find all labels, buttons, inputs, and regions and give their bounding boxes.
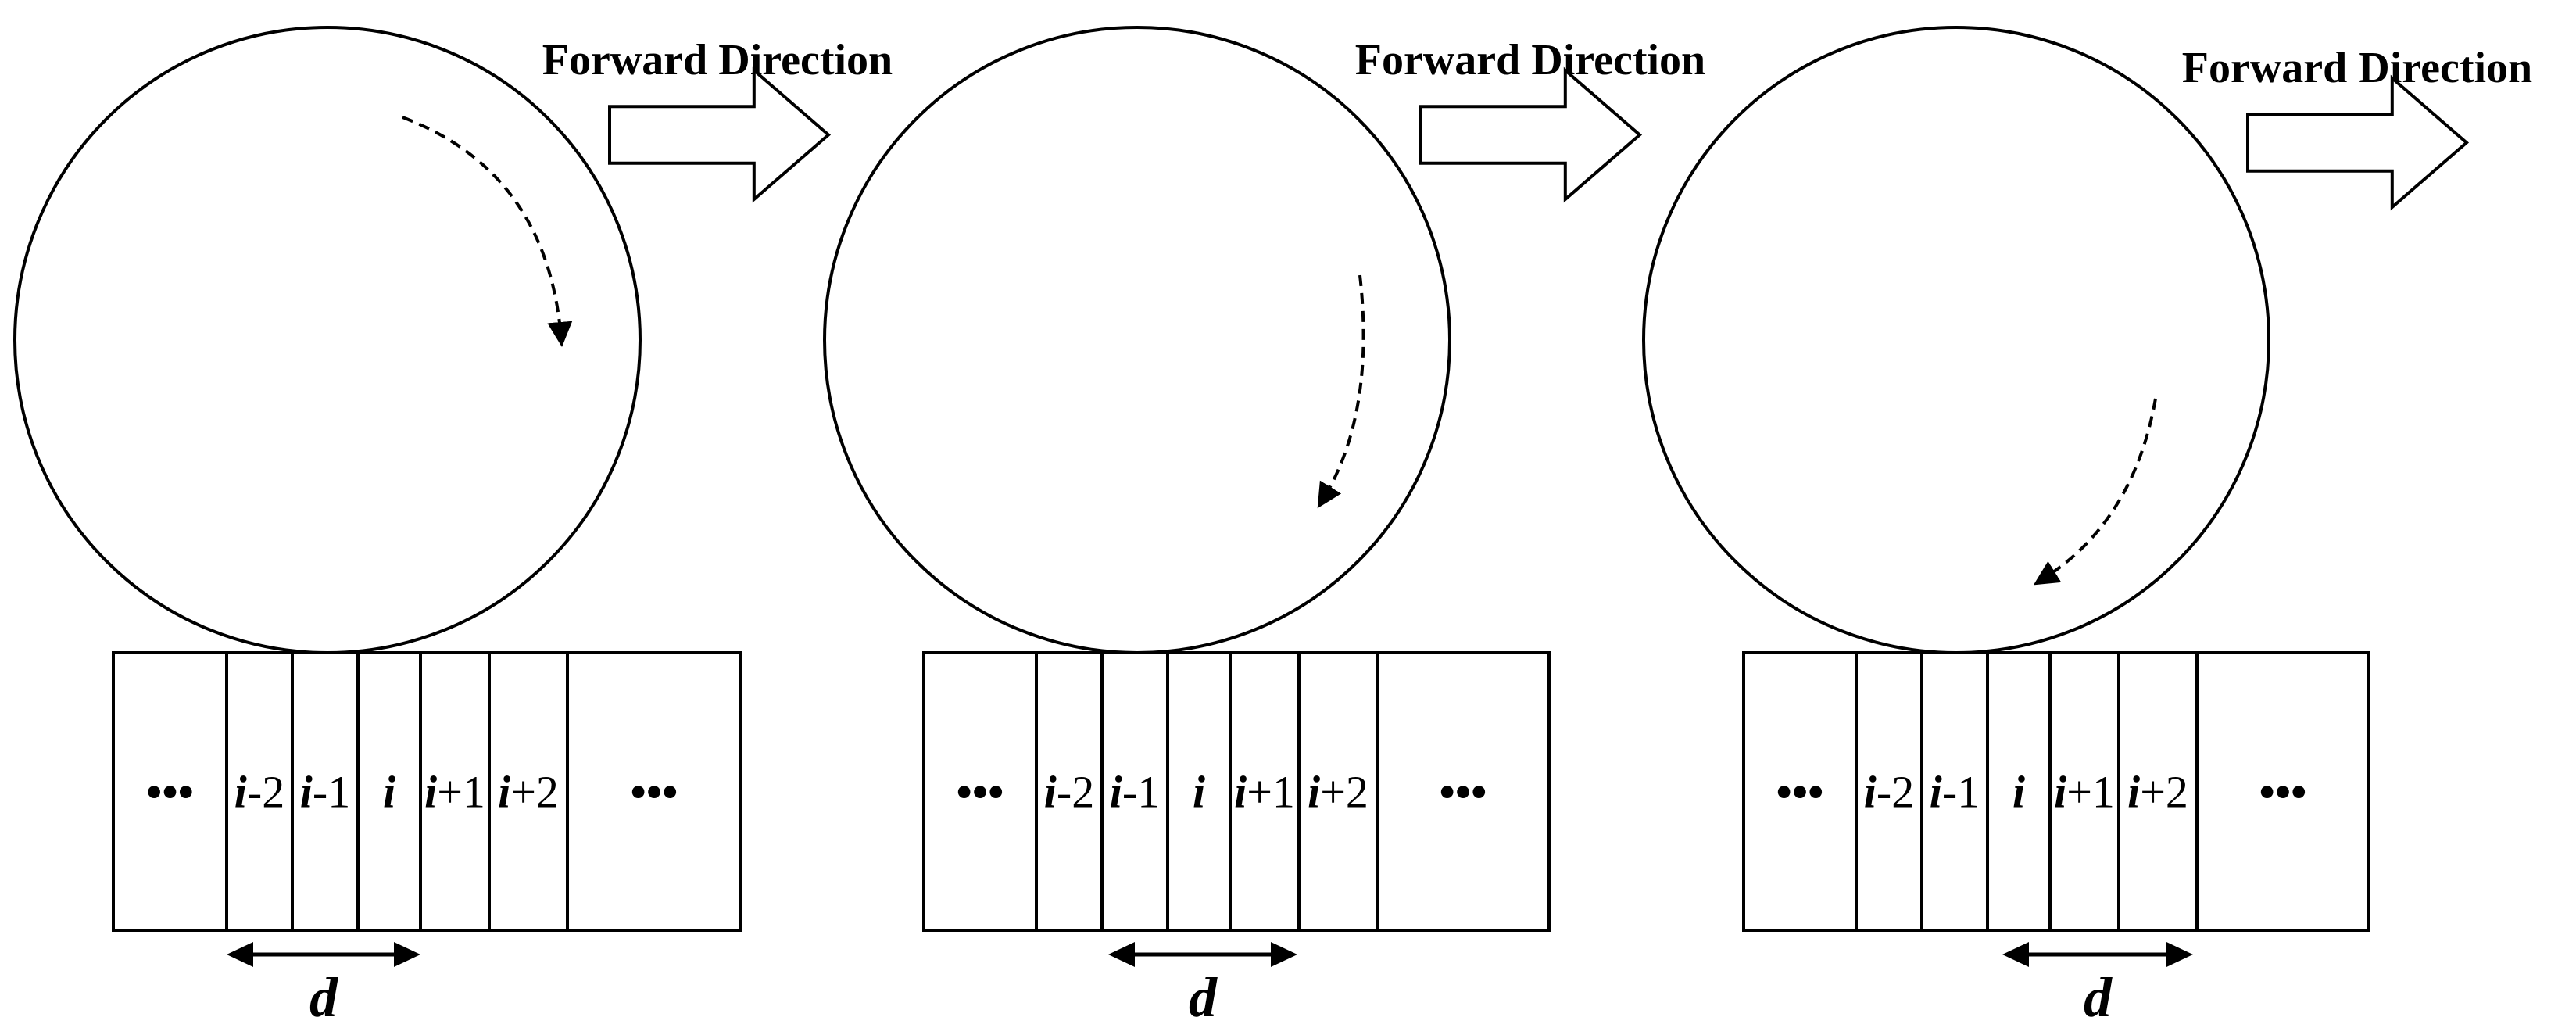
arrowhead-left-icon [227,942,253,967]
cell-label: i-2 [1044,767,1094,818]
arrowhead-right-icon [394,942,420,967]
road-strip [112,651,742,932]
rotation-arrow-icon [2033,398,2157,586]
cell-label: i+1 [2054,767,2115,818]
cell-label: i-2 [1864,767,1914,818]
cell-label: i+2 [498,767,559,818]
rotation-arrow-icon [402,116,573,347]
forward-arrow-icon [608,66,832,203]
wheel-circle [823,26,1451,654]
arrowhead-left-icon [1108,942,1135,967]
cell-label: i+2 [2127,767,2188,818]
arrowhead-left-icon [2002,942,2029,967]
rotation-arrow-icon [1317,274,1365,509]
cell-label: ••• [957,767,1004,818]
cell-label: ••• [146,767,194,818]
panel-1: Forward Direction ••• i-2 i-1 i i+1 i+2 ••• d [13,26,893,1029]
panel-2: Forward Direction ••• i-2 i-1 i i+1 i+2 ••• d [823,26,1705,1029]
span-label: d [2084,966,2113,1029]
forward-arrow-icon [2246,74,2470,211]
cell-label: i-1 [300,767,350,818]
cell-label: i [1193,767,1205,818]
cell-label: i+1 [424,767,485,818]
cell-label: ••• [2259,767,2307,818]
cell-label: i-2 [234,767,284,818]
cell-label: i-1 [1110,767,1160,818]
cell-label: ••• [1440,767,1487,818]
cell-label: i [2012,767,2025,818]
forward-direction-label: Forward Direction [542,36,893,84]
forward-arrow-icon [1419,66,1643,203]
road-strip [1742,651,2370,932]
cell-label: i [383,767,395,818]
cell-label: ••• [1776,767,1824,818]
cell-label: i+1 [1234,767,1295,818]
forward-direction-label: Forward Direction [1355,36,1705,84]
cell-label: ••• [631,767,678,818]
wheel-circle [13,26,642,654]
arrowhead-right-icon [1271,942,1297,967]
span-label: d [309,966,338,1029]
cell-label: i-1 [1930,767,1980,818]
forward-direction-label: Forward Direction [2182,44,2532,92]
road-strip [922,651,1551,932]
arrowhead-right-icon [2166,942,2193,967]
wheel-circle [1642,26,2270,654]
span-label: d [1189,966,1218,1029]
cell-label: i+2 [1308,767,1368,818]
